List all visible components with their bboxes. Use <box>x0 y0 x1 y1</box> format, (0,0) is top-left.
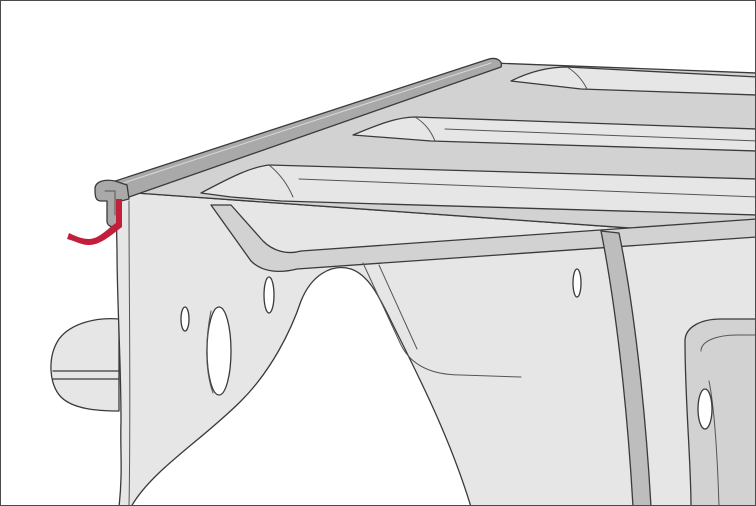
red-seal-strip <box>67 199 122 245</box>
side-pocket <box>684 318 755 505</box>
top-rib-front <box>200 164 755 216</box>
rear-rounded-part <box>50 317 120 412</box>
center-channel <box>600 230 652 505</box>
small-slot-right <box>572 268 582 298</box>
small-slot-left <box>180 306 190 332</box>
edge-trim-highlight <box>104 62 492 190</box>
reinforcing-web <box>210 204 755 273</box>
small-slot-center <box>263 276 275 314</box>
top-rib-rear <box>510 66 755 96</box>
arch-opening <box>131 267 472 505</box>
top-rib-middle <box>352 116 755 152</box>
large-oval-hole <box>206 306 232 396</box>
edge-trim-seal <box>96 57 503 198</box>
pocket-hole <box>697 388 713 430</box>
rear-part-slot <box>52 370 120 380</box>
